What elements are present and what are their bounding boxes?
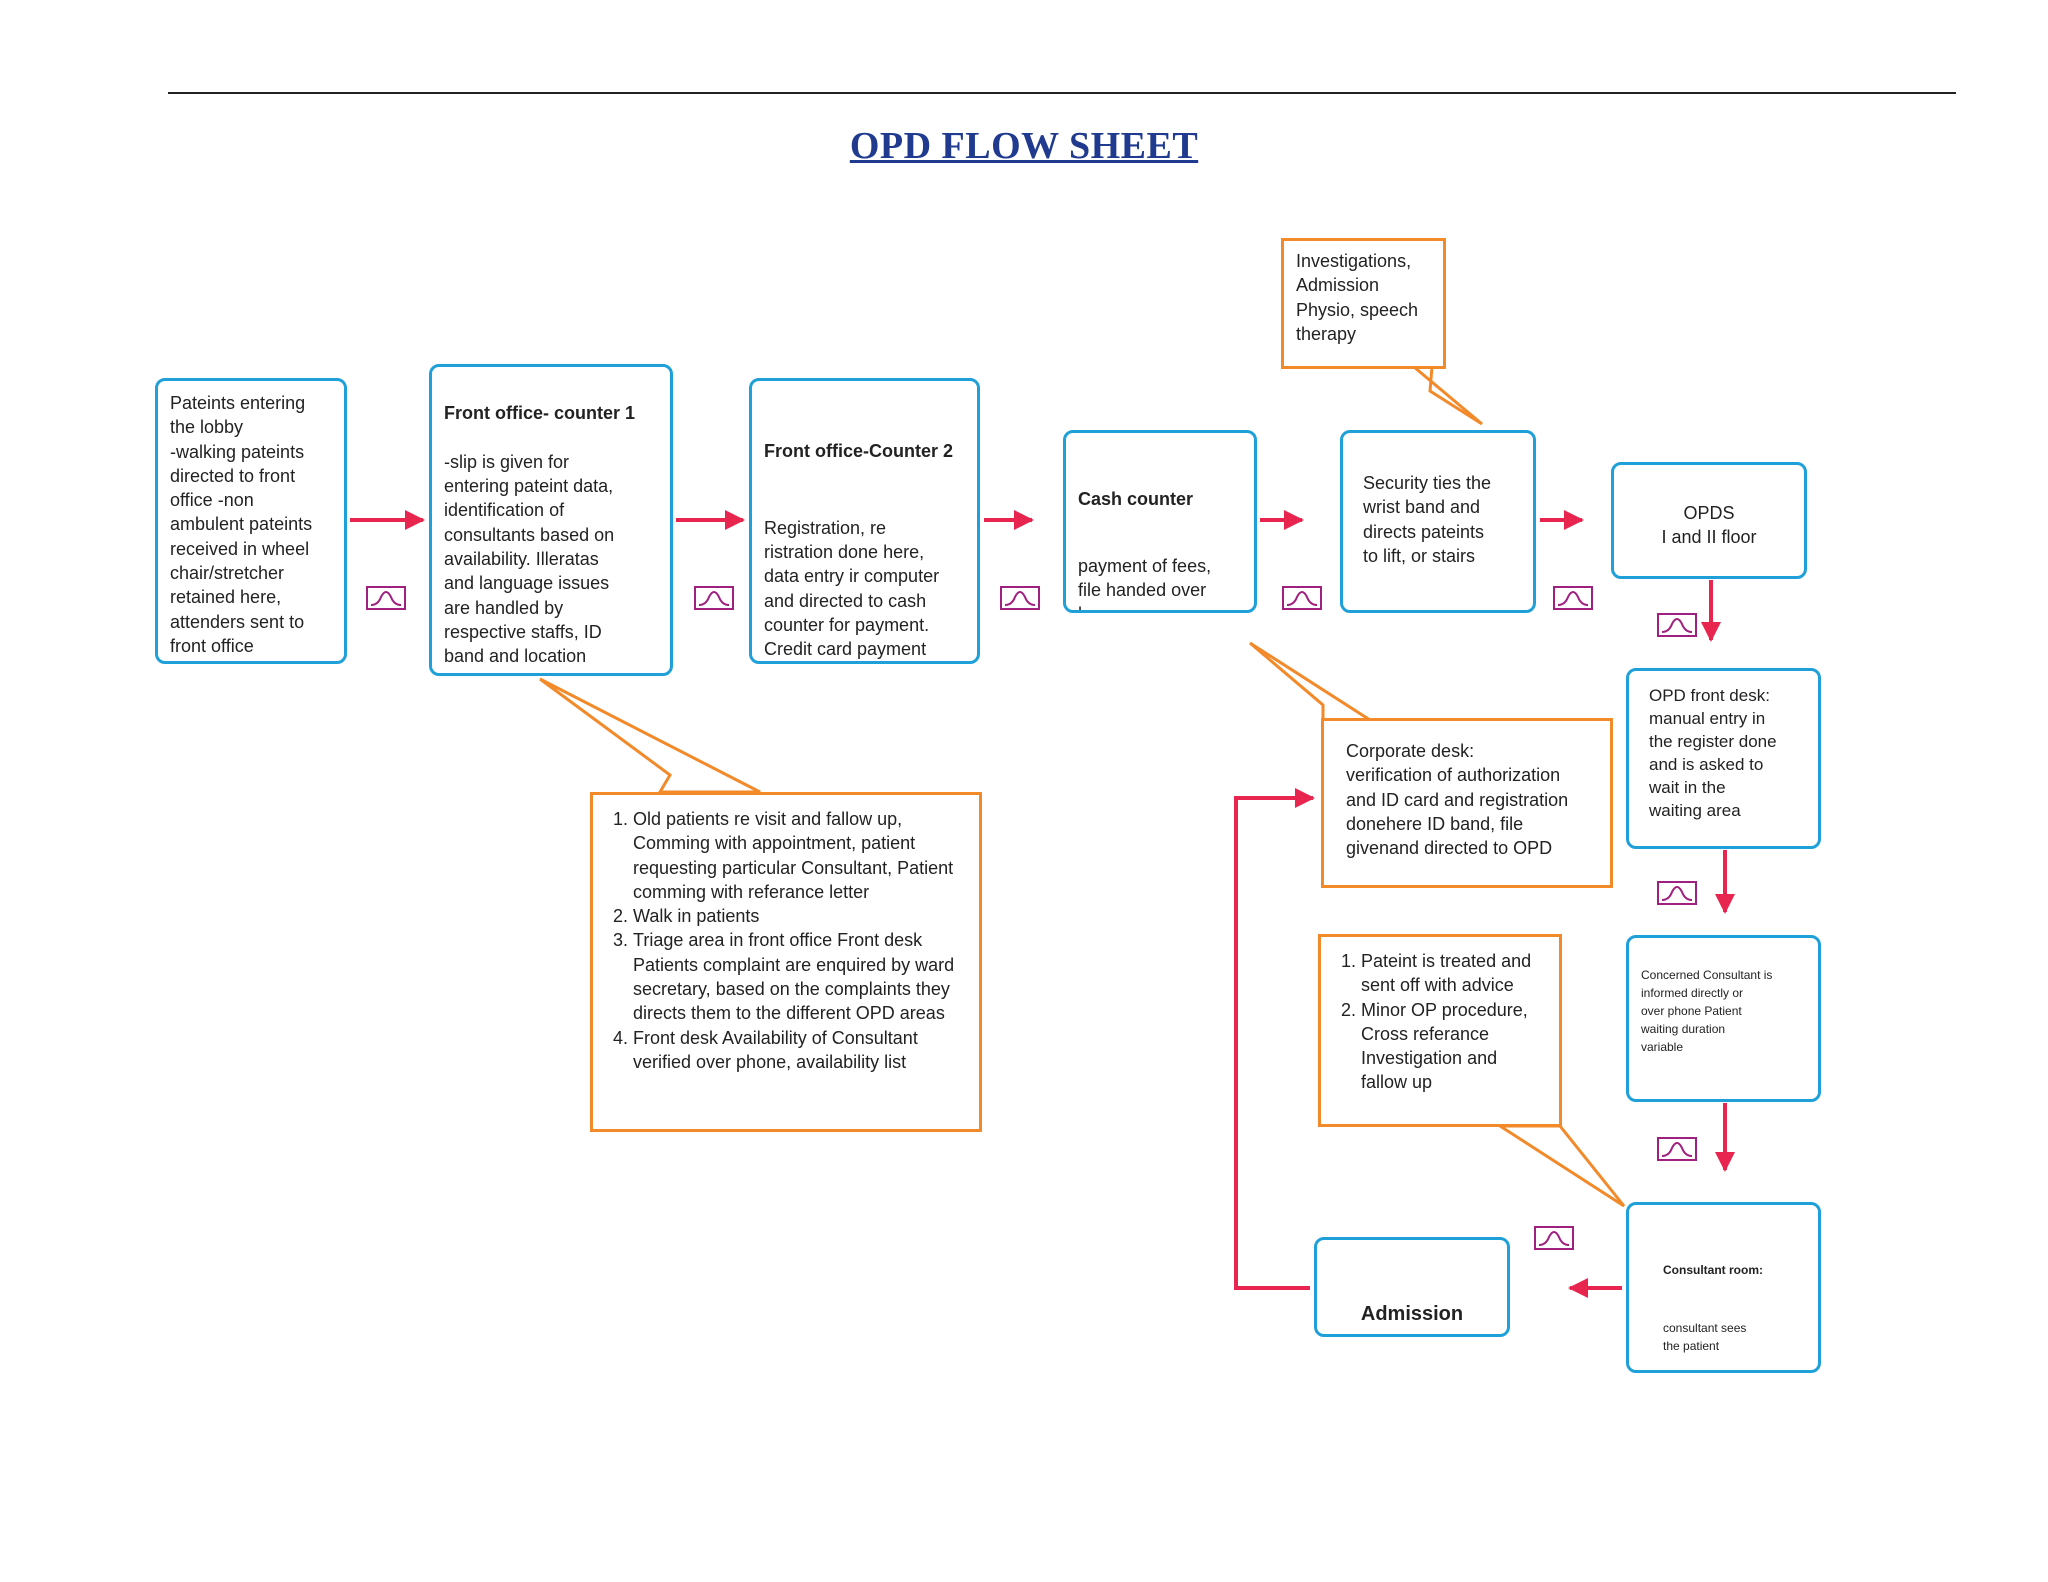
visits-pointer: [539, 677, 761, 794]
wave-symbol-1: [366, 586, 406, 610]
page-title: OPD FLOW SHEET: [849, 125, 1199, 167]
arrow-admission-to-corporate: [1234, 788, 1315, 1290]
admission-label: Admission: [1360, 1303, 1464, 1325]
wave-icon: [698, 591, 730, 606]
wave-symbol-3: [1000, 586, 1040, 610]
investigations-callout: Investigations, Admission Physio, speech…: [1281, 238, 1446, 369]
cash-title: Cash counter: [1078, 489, 1194, 510]
consultant-room-box: Consultant room: consultant sees the pat…: [1626, 1202, 1821, 1373]
cash-counter-box: Cash counter payment of fees, file hande…: [1063, 430, 1257, 613]
opd-front-desk-box: OPD front desk: manual entry in the regi…: [1626, 668, 1821, 849]
visits-item: Triage area in front office Front desk P…: [633, 928, 963, 1025]
wave-icon: [1661, 618, 1693, 633]
visits-item: Old patients re visit and fallow up, Com…: [633, 807, 963, 904]
corporate-pointer: [1249, 641, 1376, 722]
security-box: Security ties the wrist band and directs…: [1340, 430, 1536, 613]
treatment-pointer: [1494, 1124, 1626, 1208]
counter1-body: -slip is given for entering pateint data…: [444, 451, 615, 673]
wave-symbol-2: [694, 586, 734, 610]
wave-icon: [1286, 591, 1318, 606]
wave-icon: [370, 591, 402, 606]
wave-symbol-5: [1553, 586, 1593, 610]
investigations-pointer: [1375, 365, 1483, 426]
consultant-informed-box: Concerned Consultant is informed directl…: [1626, 935, 1821, 1102]
wave-symbol-6: [1657, 613, 1697, 637]
front-office-counter2-box: Front office-Counter 2 Registration, re …: [749, 378, 980, 664]
wave-symbol-4: [1282, 586, 1322, 610]
treatment-list: Pateint is treated and sent off with adv…: [1337, 949, 1543, 1095]
counter1-title: Front office- counter 1: [444, 403, 636, 424]
admission-box: Admission: [1314, 1237, 1510, 1337]
consultant-room-title: Consultant room:: [1663, 1263, 1763, 1277]
wave-icon: [1538, 1231, 1570, 1246]
consultant-room-body: consultant sees the patient: [1663, 1321, 1747, 1353]
opds-box: OPDS I and II floor: [1611, 462, 1807, 579]
top-rule: [168, 92, 1956, 94]
wave-icon: [1557, 591, 1589, 606]
visits-callout: Old patients re visit and fallow up, Com…: [590, 792, 982, 1132]
cash-body: payment of fees, file handed over here: [1078, 555, 1212, 610]
wave-symbol-7: [1657, 881, 1697, 905]
lobby-box: Pateints entering the lobby -walking pat…: [155, 378, 347, 664]
wave-icon: [1004, 591, 1036, 606]
treatment-item: Pateint is treated and sent off with adv…: [1361, 949, 1543, 998]
counter2-body: Registration, re ristration done here, d…: [764, 517, 940, 660]
wave-symbol-8: [1657, 1137, 1697, 1161]
visits-item: Walk in patients: [633, 904, 963, 928]
counter2-title: Front office-Counter 2: [764, 441, 953, 462]
wave-icon: [1661, 886, 1693, 901]
wave-icon: [1661, 1142, 1693, 1157]
front-office-counter1-box: Front office- counter 1 -slip is given f…: [429, 364, 673, 676]
corporate-desk-callout: Corporate desk: verification of authoriz…: [1321, 718, 1613, 888]
wave-symbol-9: [1534, 1226, 1574, 1250]
treatment-callout: Pateint is treated and sent off with adv…: [1318, 934, 1562, 1127]
treatment-item: Minor OP procedure, Cross referance Inve…: [1361, 998, 1543, 1095]
visits-list: Old patients re visit and fallow up, Com…: [609, 807, 963, 1074]
visits-item: Front desk Availability of Consultant ve…: [633, 1026, 963, 1075]
